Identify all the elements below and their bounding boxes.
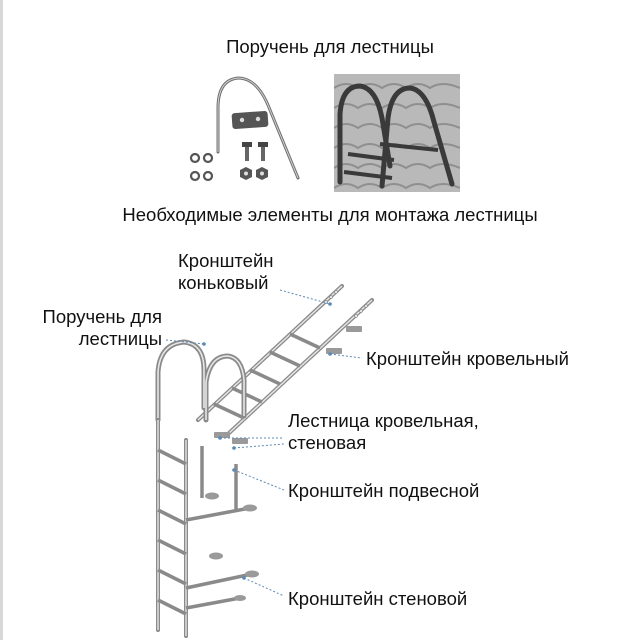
handrail-parts-illustration: [189, 76, 300, 182]
ridge-bracket-label-line1: Кронштейн: [178, 250, 274, 271]
washers: [189, 152, 214, 182]
bolt-1: [242, 142, 252, 161]
ridge-bracket-label-line2: коньковый: [178, 272, 269, 293]
ridge-bracket-holes: [324, 290, 368, 318]
page-edge: [0, 0, 3, 640]
ladder-assembly-diagram: [155, 284, 374, 638]
ladder-label-line2: стеновая: [288, 432, 367, 453]
roof-ladder-rungs: [213, 332, 321, 420]
wall-brackets: [185, 572, 253, 610]
hanging-bracket-label: Кронштейн подвесной: [288, 480, 480, 501]
bolt-2: [258, 142, 268, 161]
wall-bracket-label: Кронштейн стеновой: [288, 588, 468, 609]
section-title: Необходимые элементы для монтажа лестниц…: [122, 204, 538, 225]
ladder-rungs: [343, 142, 439, 180]
hanging-brackets: [185, 446, 251, 522]
handrail-bar-inner: [217, 77, 299, 179]
ladder-label-line1: Лестница кровельная,: [288, 410, 479, 431]
handrail-label-line2: лестницы: [78, 328, 162, 349]
handrail-photo: [334, 74, 460, 192]
handrail-title: Поручень для лестницы: [226, 36, 434, 57]
wall-ladder-rungs: [157, 448, 187, 616]
handrail-label-line1: Поручень для: [42, 306, 162, 327]
roof-bracket-label: Кронштейн кровельный: [366, 348, 569, 369]
mounting-plate: [231, 110, 269, 130]
installed-handrails: [337, 83, 455, 189]
